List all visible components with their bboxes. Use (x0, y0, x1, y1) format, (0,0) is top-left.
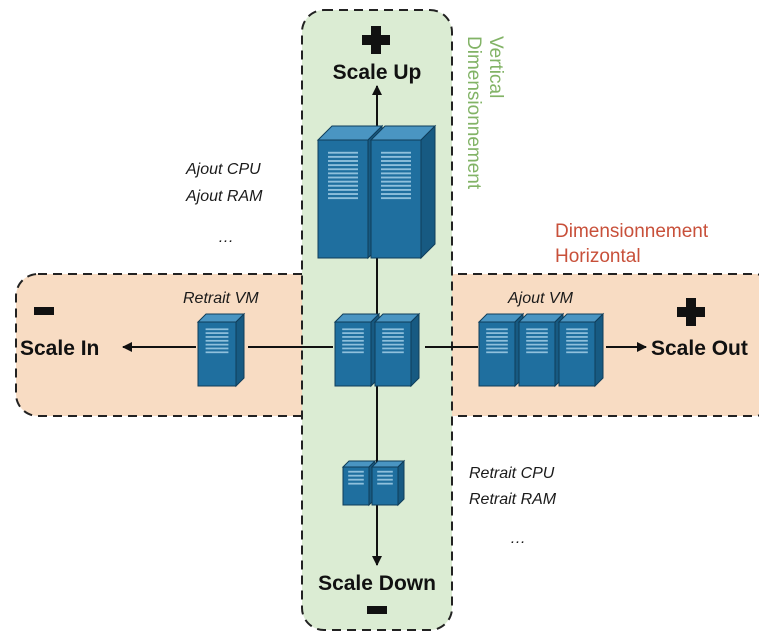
connectors (122, 85, 647, 566)
vertical-title: Dimensionnement Vertical (463, 36, 506, 194)
server-rack-icon (370, 459, 406, 507)
remove-vm-label: Retrait VM (183, 290, 259, 307)
server-rack-icon (477, 312, 525, 388)
horizontal-title-line1: Dimensionnement (555, 221, 709, 242)
scale-in-label: Scale In (20, 337, 99, 360)
minus-icon (34, 307, 54, 315)
scale-down-label: Scale Down (318, 572, 436, 595)
server-group (196, 124, 605, 507)
scale-out-label: Scale Out (651, 337, 748, 360)
server-rack-icon (333, 312, 381, 388)
server-rack-icon (373, 312, 421, 388)
server-rack-icon (369, 124, 437, 260)
scale-up-label: Scale Up (333, 61, 422, 84)
plus-icon (677, 298, 705, 326)
server-rack-icon (557, 312, 605, 388)
vertical-add-list: Ajout CPU Ajout RAM … (185, 161, 267, 246)
vertical-remove-list: Retrait CPU Retrait RAM … (469, 465, 561, 547)
server-rack-icon (196, 312, 246, 388)
add-vm-label: Ajout VM (507, 290, 574, 307)
server-rack-icon (517, 312, 565, 388)
plus-icon (362, 26, 390, 54)
minus-icon (367, 606, 387, 614)
server-rack-icon (341, 459, 377, 507)
horizontal-title-line2: Horizontal (555, 246, 641, 267)
